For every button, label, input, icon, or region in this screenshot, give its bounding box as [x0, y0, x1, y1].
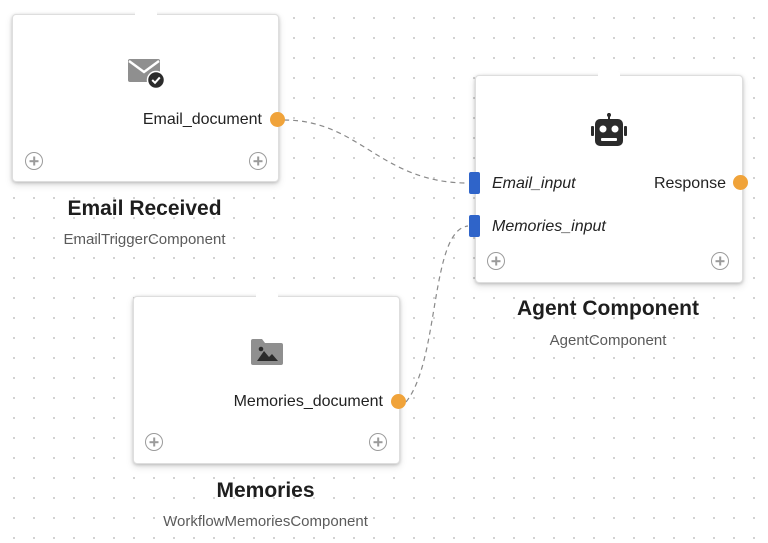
email-check-icon — [126, 57, 166, 90]
edge-memories-to-agent[interactable] — [405, 225, 469, 403]
node-subtitle-email-trigger: EmailTriggerComponent — [63, 231, 226, 248]
port-label-email-input: Email_input — [492, 175, 576, 192]
node-top-notch — [134, 10, 157, 18]
node-top-notch — [598, 71, 620, 79]
output-port-email-document[interactable] — [270, 112, 285, 127]
node-agent-component[interactable]: Email_input Memories_input Response — [475, 71, 743, 283]
input-port-memories-input[interactable] — [469, 215, 480, 237]
add-button-right[interactable] — [369, 433, 387, 451]
output-port-memories-document[interactable] — [391, 394, 406, 409]
add-button-right[interactable] — [249, 152, 267, 170]
port-label-response: Response — [653, 175, 726, 192]
node-subtitle-memories: WorkflowMemoriesComponent — [163, 513, 368, 530]
node-title-memories: Memories — [216, 479, 315, 502]
node-title-email-received: Email Received — [67, 197, 222, 220]
node-top-notch — [255, 292, 278, 300]
node-email-received[interactable]: Email_document — [12, 10, 279, 182]
node-title-agent-component: Agent Component — [517, 297, 699, 320]
add-button-left[interactable] — [145, 433, 163, 451]
node-subtitle-agent-component: AgentComponent — [549, 332, 667, 349]
port-label-memories-input: Memories_input — [492, 218, 606, 235]
node-memories[interactable]: Memories_document — [133, 292, 400, 464]
port-label-memories-document: Memories_document — [233, 393, 383, 410]
add-button-left[interactable] — [487, 252, 505, 270]
input-port-email-input[interactable] — [469, 172, 480, 194]
edge-email-to-agent[interactable] — [283, 119, 469, 184]
add-button-left[interactable] — [25, 152, 43, 170]
image-folder-icon — [249, 337, 285, 367]
add-button-right[interactable] — [711, 252, 729, 270]
robot-icon — [589, 113, 629, 147]
output-port-response[interactable] — [733, 175, 748, 190]
port-label-email-document: Email_document — [142, 111, 262, 128]
